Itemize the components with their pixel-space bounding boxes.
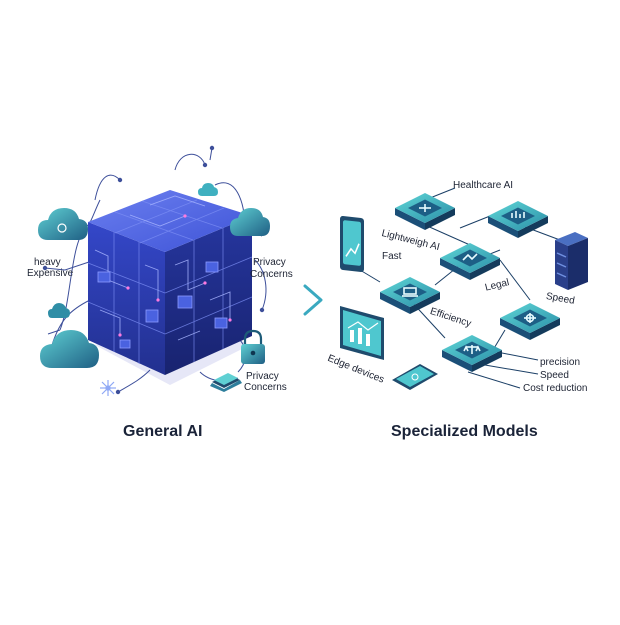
cube-traces bbox=[94, 195, 231, 341]
label-privacy-top-2: Concerns bbox=[250, 269, 293, 280]
scales-icon bbox=[442, 335, 502, 372]
label-privacy-bottom-1: Privacy bbox=[246, 371, 279, 382]
laptop-icon bbox=[210, 373, 242, 392]
cloud-icon bbox=[48, 303, 70, 318]
tablet-icon bbox=[340, 216, 364, 272]
label-healthcare-ai: Healthcare AI bbox=[453, 180, 514, 191]
cloud-icon bbox=[38, 208, 88, 240]
chart-icon bbox=[488, 201, 548, 238]
label-expensive: Expensive bbox=[27, 268, 74, 279]
phone-icon bbox=[392, 364, 438, 390]
label-heavy: heavy bbox=[34, 257, 61, 268]
label-privacy-bottom-2: Concerns bbox=[244, 382, 287, 393]
label-speed-bottom: Speed bbox=[540, 370, 569, 381]
cube-chips bbox=[97, 261, 228, 349]
label-privacy-top-1: Privacy bbox=[253, 257, 286, 268]
laptop-icon bbox=[380, 277, 440, 314]
cube-top-face bbox=[88, 190, 252, 252]
chart-monitor-icon bbox=[340, 306, 384, 360]
label-fast: Fast bbox=[382, 251, 402, 262]
cloud-icon bbox=[40, 330, 99, 368]
transition-arrow bbox=[260, 284, 323, 316]
server-icon bbox=[555, 232, 588, 290]
cloud-icon bbox=[198, 183, 218, 196]
label-cost-reduction: Cost reduction bbox=[523, 383, 588, 394]
gear-icon bbox=[500, 303, 560, 340]
network-burst-icon bbox=[100, 380, 116, 396]
cube-left-face bbox=[88, 222, 165, 375]
lock-icon bbox=[241, 329, 265, 364]
cloud-icon bbox=[230, 208, 270, 236]
label-precision: precision bbox=[540, 357, 581, 368]
cube-right-face bbox=[165, 216, 252, 375]
image-icon bbox=[440, 243, 500, 280]
medical-cross-icon bbox=[395, 193, 455, 230]
heading-specialized-models: Specialized Models bbox=[391, 423, 538, 440]
heading-general-ai: General AI bbox=[123, 423, 203, 440]
cube-grid bbox=[87, 199, 253, 364]
